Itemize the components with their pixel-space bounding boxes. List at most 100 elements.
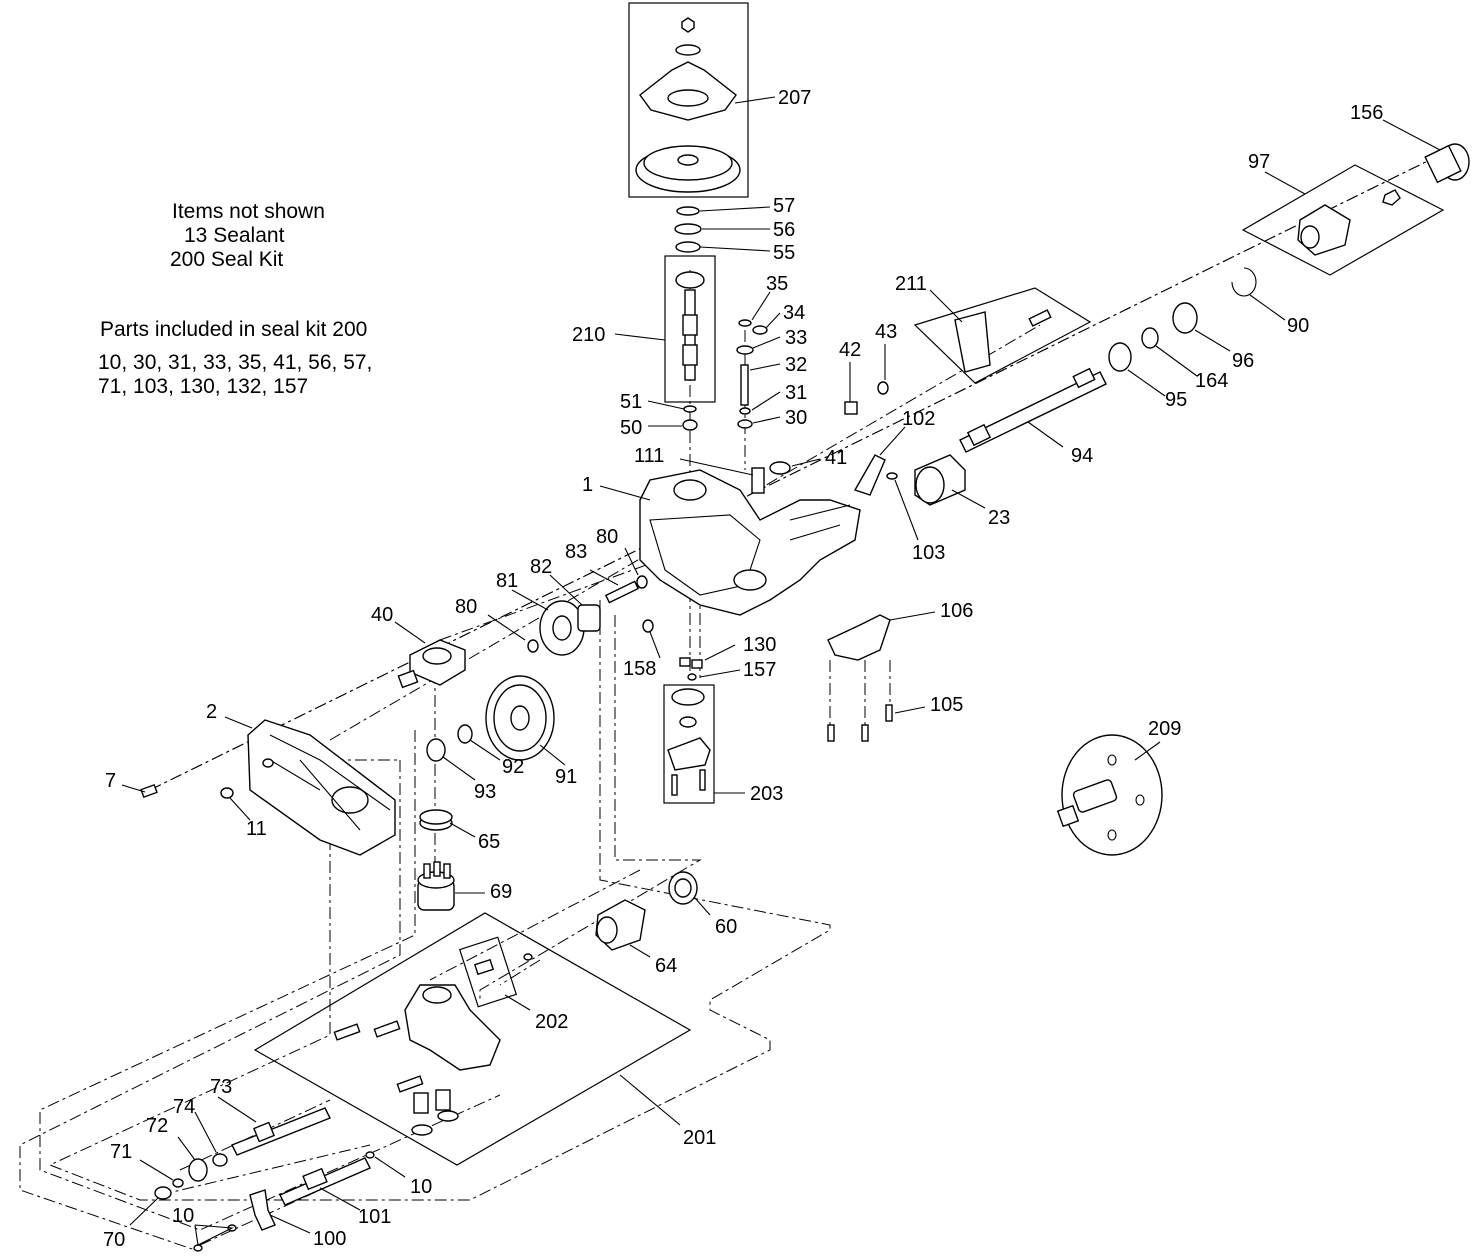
arm-102-bearing-23 bbox=[853, 454, 966, 506]
axle-94 bbox=[959, 367, 1107, 453]
seal-kit-parts-line2: 71, 103, 130, 132, 157 bbox=[98, 375, 309, 398]
bolts-7-11 bbox=[140, 783, 234, 799]
callout-158: 158 bbox=[623, 658, 656, 680]
leader-lines bbox=[121, 96, 1441, 1246]
wheel-hub-209 bbox=[1056, 734, 1163, 856]
callout-7: 7 bbox=[105, 770, 116, 792]
callout-56: 56 bbox=[773, 219, 795, 241]
fan-207 bbox=[635, 17, 741, 193]
seals-57-56-55 bbox=[674, 206, 702, 253]
callout-209: 209 bbox=[1148, 718, 1181, 740]
input-shaft-assembly-box bbox=[664, 255, 716, 403]
seal-kit-title: Parts included in seal kit 200 bbox=[100, 318, 368, 341]
callout-94: 94 bbox=[1071, 445, 1093, 467]
callout-60: 60 bbox=[715, 916, 737, 938]
callout-90: 90 bbox=[1287, 315, 1309, 337]
callout-80-lower: 80 bbox=[455, 596, 477, 618]
callout-40: 40 bbox=[371, 604, 393, 626]
callout-35: 35 bbox=[766, 273, 788, 295]
hub-97-156 bbox=[1297, 143, 1470, 256]
callout-57: 57 bbox=[773, 195, 795, 217]
shafts-73-101 bbox=[231, 1107, 375, 1206]
fan-pulley-assembly-box bbox=[628, 2, 749, 198]
items-not-shown-title: Items not shown bbox=[172, 200, 325, 223]
callout-41: 41 bbox=[825, 447, 847, 469]
callout-156: 156 bbox=[1350, 102, 1383, 124]
callout-82: 82 bbox=[530, 556, 552, 578]
callout-65: 65 bbox=[478, 831, 500, 853]
callout-43: 43 bbox=[875, 321, 897, 343]
callout-95: 95 bbox=[1165, 389, 1187, 411]
callout-69: 69 bbox=[490, 881, 512, 903]
center-section-201 bbox=[333, 984, 501, 1136]
motor-64-seal-60 bbox=[595, 871, 698, 951]
callout-10-washers: 10 bbox=[172, 1205, 194, 1227]
bracket-211-box bbox=[913, 287, 1092, 384]
plugs-130-157-158 bbox=[642, 619, 703, 681]
callout-80-upper: 80 bbox=[596, 526, 618, 548]
callout-207: 207 bbox=[778, 87, 811, 109]
callout-73: 73 bbox=[210, 1076, 232, 1098]
callout-10-shaft: 10 bbox=[410, 1176, 432, 1198]
callout-101: 101 bbox=[358, 1206, 391, 1228]
callout-32: 32 bbox=[785, 354, 807, 376]
input-shaft-210 bbox=[675, 271, 705, 381]
callout-91: 91 bbox=[555, 766, 577, 788]
callout-30: 30 bbox=[785, 407, 807, 429]
callout-2: 2 bbox=[206, 701, 217, 723]
callout-103: 103 bbox=[912, 542, 945, 564]
callout-1: 1 bbox=[582, 474, 593, 496]
callout-64: 64 bbox=[655, 955, 677, 977]
assembly-boxes bbox=[253, 2, 1445, 1166]
cover-2 bbox=[247, 719, 396, 856]
center-section-box bbox=[253, 912, 692, 1166]
pump-40 bbox=[397, 639, 466, 689]
callout-157: 157 bbox=[743, 659, 776, 681]
callout-51: 51 bbox=[620, 391, 642, 413]
seals-51-50 bbox=[682, 405, 698, 431]
callout-201: 201 bbox=[683, 1127, 716, 1149]
callout-11: 11 bbox=[246, 818, 267, 840]
callout-102: 102 bbox=[902, 408, 935, 430]
seal-kit-parts-line1: 10, 30, 31, 33, 35, 41, 56, 57, bbox=[98, 351, 373, 374]
callout-100: 100 bbox=[313, 1228, 346, 1250]
assembly-centerlines bbox=[19, 149, 1451, 1251]
callout-71: 71 bbox=[110, 1141, 132, 1163]
callout-50: 50 bbox=[620, 417, 642, 439]
check-valve-box bbox=[458, 936, 518, 1008]
callout-42: 42 bbox=[839, 339, 861, 361]
callout-33: 33 bbox=[785, 327, 807, 349]
callout-72: 72 bbox=[146, 1115, 168, 1137]
callout-70: 70 bbox=[103, 1229, 125, 1251]
callout-111: 111 bbox=[634, 445, 664, 467]
callout-202: 202 bbox=[535, 1011, 568, 1033]
callout-211: 211 bbox=[895, 273, 927, 295]
items-not-shown-sealant: 13 Sealant bbox=[184, 224, 285, 247]
gears-70-71-72-74 bbox=[154, 1153, 228, 1200]
seal-65-block-69 bbox=[417, 809, 455, 911]
callout-83: 83 bbox=[565, 541, 587, 563]
fitting-111 bbox=[751, 461, 791, 494]
callout-164: 164 bbox=[1195, 370, 1228, 392]
callout-210: 210 bbox=[572, 324, 605, 346]
callout-92: 92 bbox=[502, 756, 524, 778]
callout-34: 34 bbox=[783, 302, 805, 324]
callout-203: 203 bbox=[750, 783, 783, 805]
shaft-stack-35-30 bbox=[736, 319, 768, 429]
fittings-42-43 bbox=[844, 381, 889, 415]
bracket-106-bolts-105 bbox=[827, 614, 893, 742]
callout-labels: 1 2 7 10 10 11 23 30 31 32 33 34 35 40 4… bbox=[103, 87, 1383, 1251]
callout-96: 96 bbox=[1232, 350, 1254, 372]
callout-106: 106 bbox=[940, 600, 973, 622]
callout-23: 23 bbox=[988, 507, 1010, 529]
callout-74: 74 bbox=[173, 1096, 195, 1118]
callout-31: 31 bbox=[785, 382, 807, 404]
check-valve-202 bbox=[473, 953, 533, 976]
callout-130: 130 bbox=[743, 634, 776, 656]
valve-assembly-box bbox=[663, 684, 715, 804]
gears-81-82-83-80 bbox=[527, 575, 648, 656]
bracket-211 bbox=[954, 309, 1052, 373]
hub-assembly-box bbox=[1241, 164, 1445, 276]
valve-203 bbox=[667, 688, 711, 796]
